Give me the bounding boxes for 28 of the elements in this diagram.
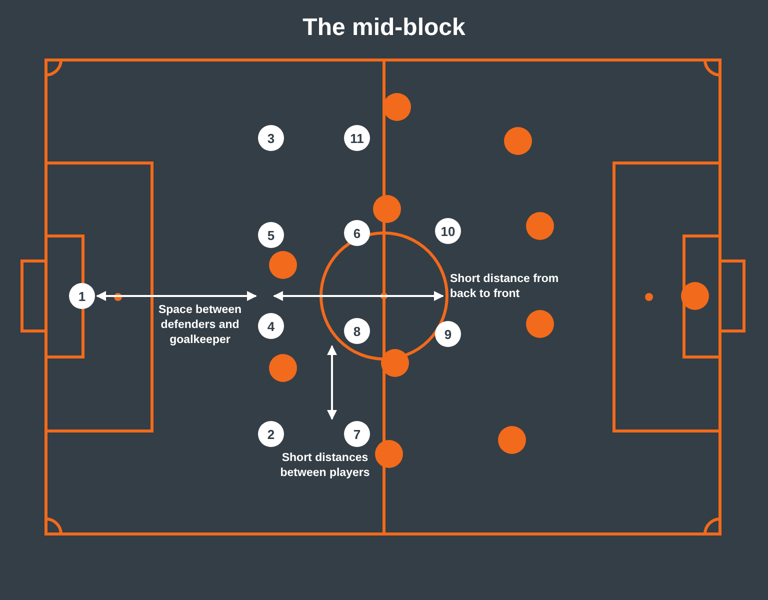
- player-marker: 9: [435, 321, 461, 347]
- player-marker: 10: [435, 218, 461, 244]
- player-marker: 4: [258, 313, 284, 339]
- opponent-marker: [269, 251, 297, 279]
- opponent-marker: [526, 212, 554, 240]
- annotation: Short distances between players: [279, 451, 371, 481]
- opponent-marker: [498, 426, 526, 454]
- annotation: Space between defenders and goalkeeper: [157, 303, 243, 348]
- opponent-marker: [381, 349, 409, 377]
- player-marker: 8: [344, 318, 370, 344]
- opponent-marker: [375, 440, 403, 468]
- player-marker: 11: [344, 125, 370, 151]
- diagram-title: The mid-block: [302, 14, 466, 42]
- opponent-marker: [504, 127, 532, 155]
- player-marker: 5: [258, 222, 284, 248]
- player-marker: 6: [344, 220, 370, 246]
- opponent-marker: [269, 354, 297, 382]
- opponent-marker: [373, 195, 401, 223]
- player-marker: 1: [69, 283, 95, 309]
- player-marker: 7: [344, 421, 370, 447]
- opponent-marker: [681, 282, 709, 310]
- player-marker: 3: [258, 125, 284, 151]
- opponent-marker: [526, 310, 554, 338]
- double-arrow: [96, 291, 257, 301]
- annotation: Short distance from back to front: [450, 272, 560, 302]
- player-marker: 2: [258, 421, 284, 447]
- opponent-marker: [383, 93, 411, 121]
- double-arrow: [327, 345, 337, 420]
